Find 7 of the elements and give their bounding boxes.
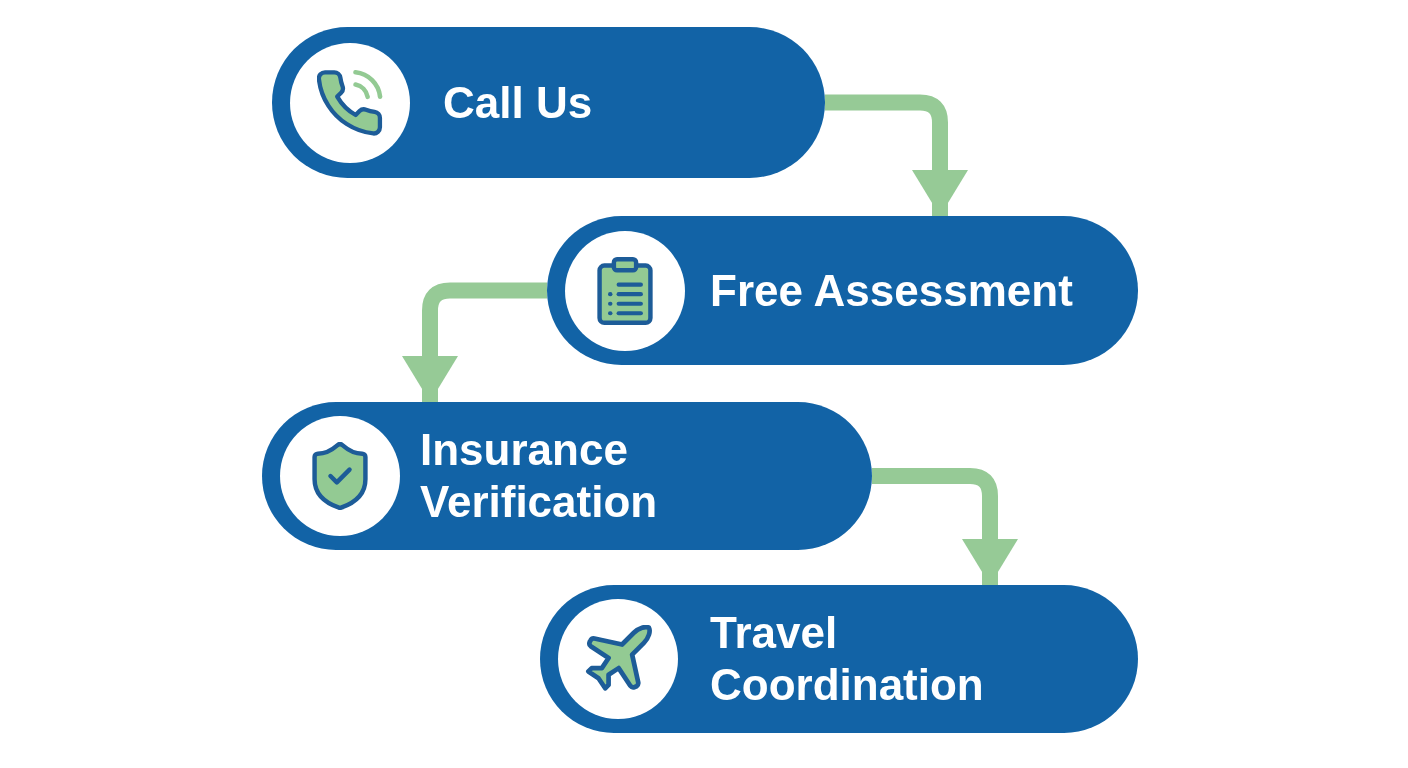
arrow <box>402 282 547 402</box>
arrow <box>825 94 968 216</box>
arrow <box>872 468 1018 585</box>
step-label: Travel Coordination <box>710 607 985 711</box>
step-label: Free Assessment <box>710 264 1074 317</box>
step-label: Insurance Verification <box>420 424 659 528</box>
step-label: Call Us <box>443 76 594 129</box>
